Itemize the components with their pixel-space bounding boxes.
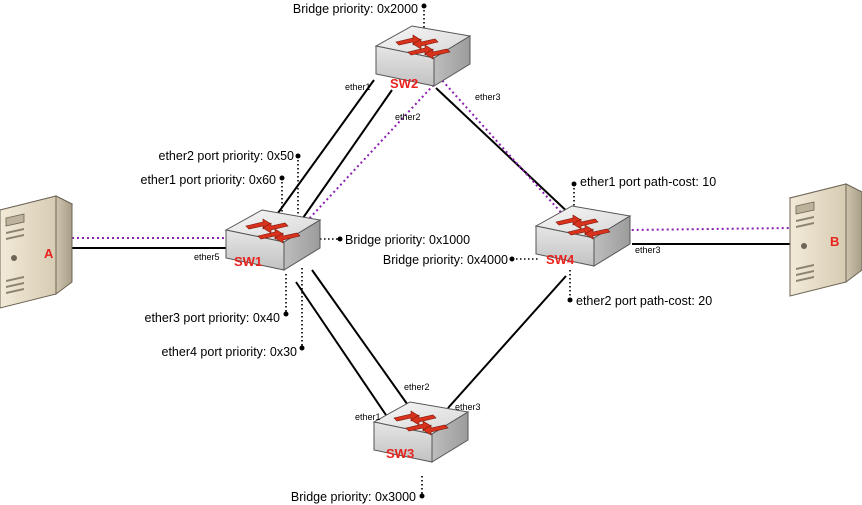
sw1-bridge-priority: Bridge priority: 0x1000	[345, 233, 470, 247]
server-tower-icon	[789, 183, 862, 297]
link-sw1-sw3-b	[311, 269, 411, 409]
switch-sw4-label: SW4	[546, 252, 575, 267]
server-tower-icon	[0, 195, 73, 309]
host-b[interactable]: B	[789, 183, 862, 297]
port-sw2-ether2: ether2	[395, 112, 421, 122]
host-a-label: A	[44, 246, 54, 261]
port-sw3-ether1: ether1	[355, 412, 381, 422]
switch-sw2-label: SW2	[390, 76, 418, 91]
switch-sw3[interactable]: SW3	[373, 401, 469, 463]
link-sw1-sw3-a	[295, 281, 389, 419]
port-sw3-ether2: ether2	[404, 382, 430, 392]
port-sw4-ether3: ether3	[635, 245, 661, 255]
host-a[interactable]: A	[0, 195, 73, 309]
sw1-ether3-port-priority: ether3 port priority: 0x40	[145, 311, 281, 325]
switch-sw3-label: SW3	[386, 446, 414, 461]
port-sw2-ether3: ether3	[475, 92, 501, 102]
sw1-ether4-port-priority: ether4 port priority: 0x30	[162, 345, 298, 359]
port-sw1-ether5: ether5	[194, 252, 220, 262]
sw2-bridge-priority: Bridge priority: 0x2000	[293, 2, 418, 16]
link-sw3-sw4	[447, 275, 567, 409]
sw1-ether2-port-priority: ether2 port priority: 0x50	[159, 149, 295, 163]
sw3-bridge-priority: Bridge priority: 0x3000	[291, 490, 416, 504]
switch-sw2[interactable]: SW2	[375, 25, 471, 91]
sw4-ether2-path-cost: ether2 port path-cost: 20	[576, 294, 712, 308]
port-sw3-ether3: ether3	[455, 402, 481, 412]
link-sw1-sw2-a	[277, 79, 375, 214]
link-sw2-sw4	[435, 87, 575, 219]
switch-sw1-label: SW1	[234, 254, 262, 269]
sw4-bridge-priority: Bridge priority: 0x4000	[383, 253, 508, 267]
sw1-ether1-port-priority: ether1 port priority: 0x60	[141, 173, 277, 187]
host-b-label: B	[830, 234, 839, 249]
link-sw1-sw2-b	[295, 89, 393, 229]
sw4-ether1-path-cost: ether1 port path-cost: 10	[580, 175, 716, 189]
leader-end-dots	[279, 3, 577, 499]
switch-sw4[interactable]: SW4	[535, 205, 631, 267]
switch-sw1[interactable]: SW1	[225, 209, 321, 271]
port-sw2-ether1: ether1	[345, 82, 371, 92]
